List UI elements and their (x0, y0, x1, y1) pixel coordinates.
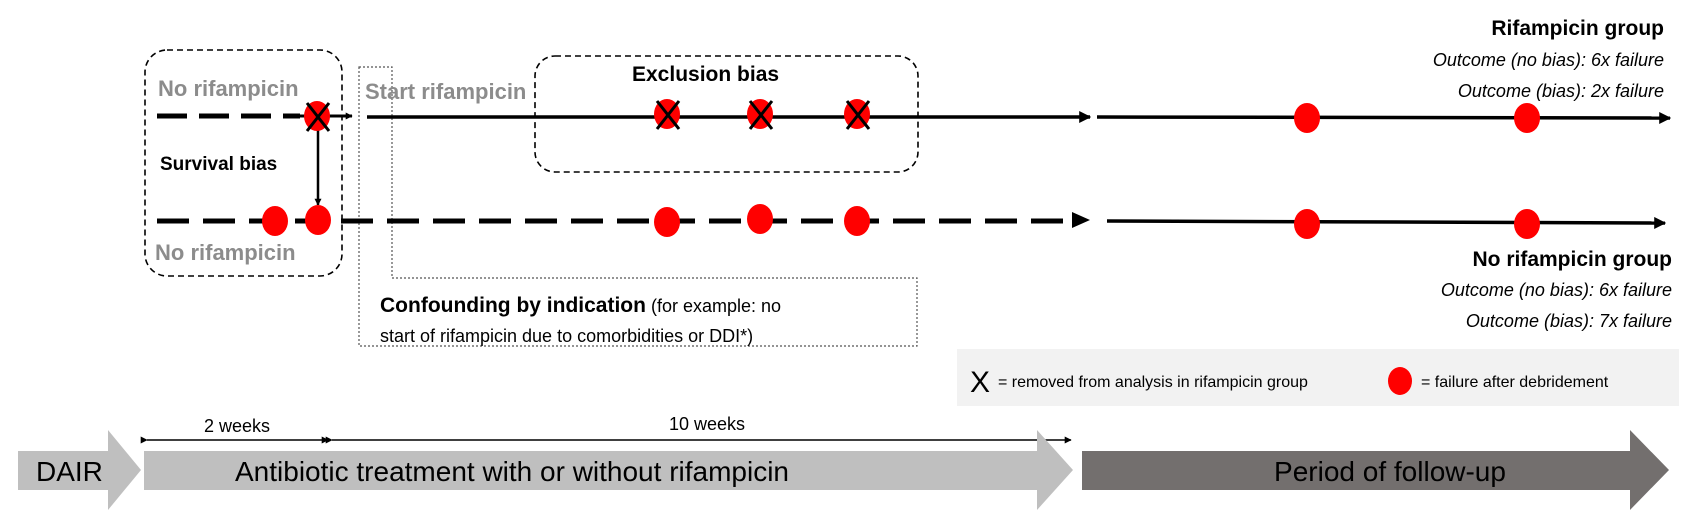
confounding-bold-label: Confounding by indication (380, 294, 646, 317)
follow-up-arrow (1082, 430, 1669, 510)
treatment-label: Antibiotic treatment with or without rif… (235, 456, 789, 487)
span-2-weeks-label: 2 weeks (204, 416, 270, 436)
legend-x-text: = removed from analysis in rifampicin gr… (998, 374, 1308, 391)
survival-bias-label: Survival bias (160, 154, 277, 175)
removed-x-icon (655, 100, 681, 130)
no-rifampicin-label-top: No rifampicin (158, 76, 299, 101)
confounding-text-line2: start of rifampicin due to comorbidities… (380, 326, 753, 346)
exclusion-bias-label: Exclusion bias (632, 63, 779, 86)
rifampicin-outcome-bias: Outcome (bias): 2x failure (1458, 81, 1664, 101)
confounding-box (358, 66, 918, 347)
failure-dot (262, 206, 288, 236)
legend-box (957, 349, 1679, 406)
confounding-text-line1: Confounding by indication (for example: … (380, 294, 781, 317)
failure-dot (1514, 209, 1540, 239)
follow-up-label: Period of follow-up (1274, 456, 1506, 487)
legend-dot-icon (1388, 367, 1412, 395)
no-rifampicin-label-bottom: No rifampicin (155, 240, 296, 265)
no-rifampicin-outcome-no-bias: Outcome (no bias): 6x failure (1441, 280, 1672, 300)
no-rifampicin-group-title: No rifampicin group (1473, 248, 1673, 271)
failure-dot (305, 205, 331, 235)
exclusion-bias-box (534, 55, 919, 173)
removed-x-icon (305, 102, 331, 132)
removed-x-icon (845, 100, 871, 130)
no-rifampicin-dashed-arrowhead (1072, 212, 1090, 228)
survival-bias-box (144, 49, 343, 277)
no-rifampicin-outcome-bias: Outcome (bias): 7x failure (1466, 311, 1672, 331)
removed-x-icon (748, 100, 774, 130)
start-rifampicin-label: Start rifampicin (365, 79, 526, 104)
rifampicin-followup-line (1096, 111, 1672, 124)
dair-label: DAIR (36, 456, 103, 487)
treatment-arrow (144, 430, 1073, 510)
rifampicin-outcome-no-bias: Outcome (no bias): 6x failure (1433, 50, 1664, 70)
failure-dot (654, 207, 680, 237)
rifampicin-group-title: Rifampicin group (1491, 17, 1664, 40)
legend-x-icon: X (970, 366, 990, 399)
failure-dot (747, 204, 773, 234)
legend-dot-text: = failure after debridement (1421, 374, 1609, 391)
failure-dot (1514, 103, 1540, 133)
failure-dot (1294, 103, 1320, 133)
span-10-weeks-label: 10 weeks (669, 414, 745, 434)
dair-arrow (18, 430, 141, 510)
failure-dot (1294, 209, 1320, 239)
no-rifampicin-followup-line (1106, 216, 1667, 229)
confounding-detail: (for example: no (646, 296, 781, 316)
failure-dot (844, 206, 870, 236)
